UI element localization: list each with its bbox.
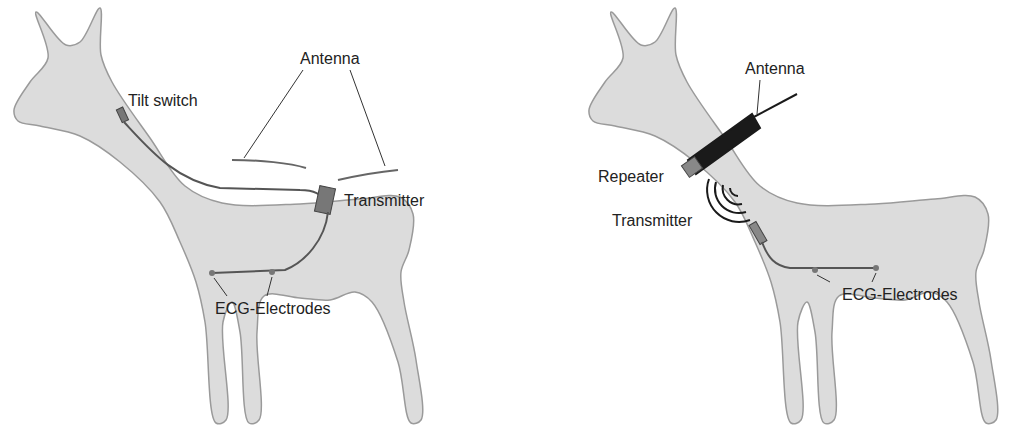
electrode xyxy=(209,270,215,276)
electrode xyxy=(812,267,818,273)
electrode xyxy=(873,265,879,271)
part-label: Transmitter xyxy=(344,192,424,210)
devices xyxy=(116,70,879,296)
repeater xyxy=(681,157,702,178)
leader-lines xyxy=(214,70,385,296)
wire xyxy=(762,242,876,268)
tilt-switch xyxy=(116,107,128,123)
part-label: Antenna xyxy=(745,60,805,78)
wire xyxy=(212,212,328,273)
antenna-wire xyxy=(232,160,306,168)
wire xyxy=(124,122,322,200)
leader-lines xyxy=(757,80,876,282)
antenna-wire xyxy=(338,170,398,180)
part-label: Transmitter xyxy=(612,212,692,230)
electrode xyxy=(269,269,275,275)
part-label: ECG-Electrodes xyxy=(842,286,958,304)
collar-antenna xyxy=(748,94,797,120)
part-label: Tilt switch xyxy=(128,92,198,110)
part-label: Repeater xyxy=(598,168,664,186)
deer-silhouette xyxy=(14,8,423,424)
signal-waves xyxy=(707,179,750,222)
deer-silhouette xyxy=(589,8,998,424)
transmitter xyxy=(314,186,335,215)
transmitter xyxy=(749,221,767,244)
deer-left xyxy=(14,8,423,424)
part-label: ECG-Electrodes xyxy=(215,300,331,318)
part-label: Antenna xyxy=(300,50,360,68)
deer-right xyxy=(589,8,998,424)
